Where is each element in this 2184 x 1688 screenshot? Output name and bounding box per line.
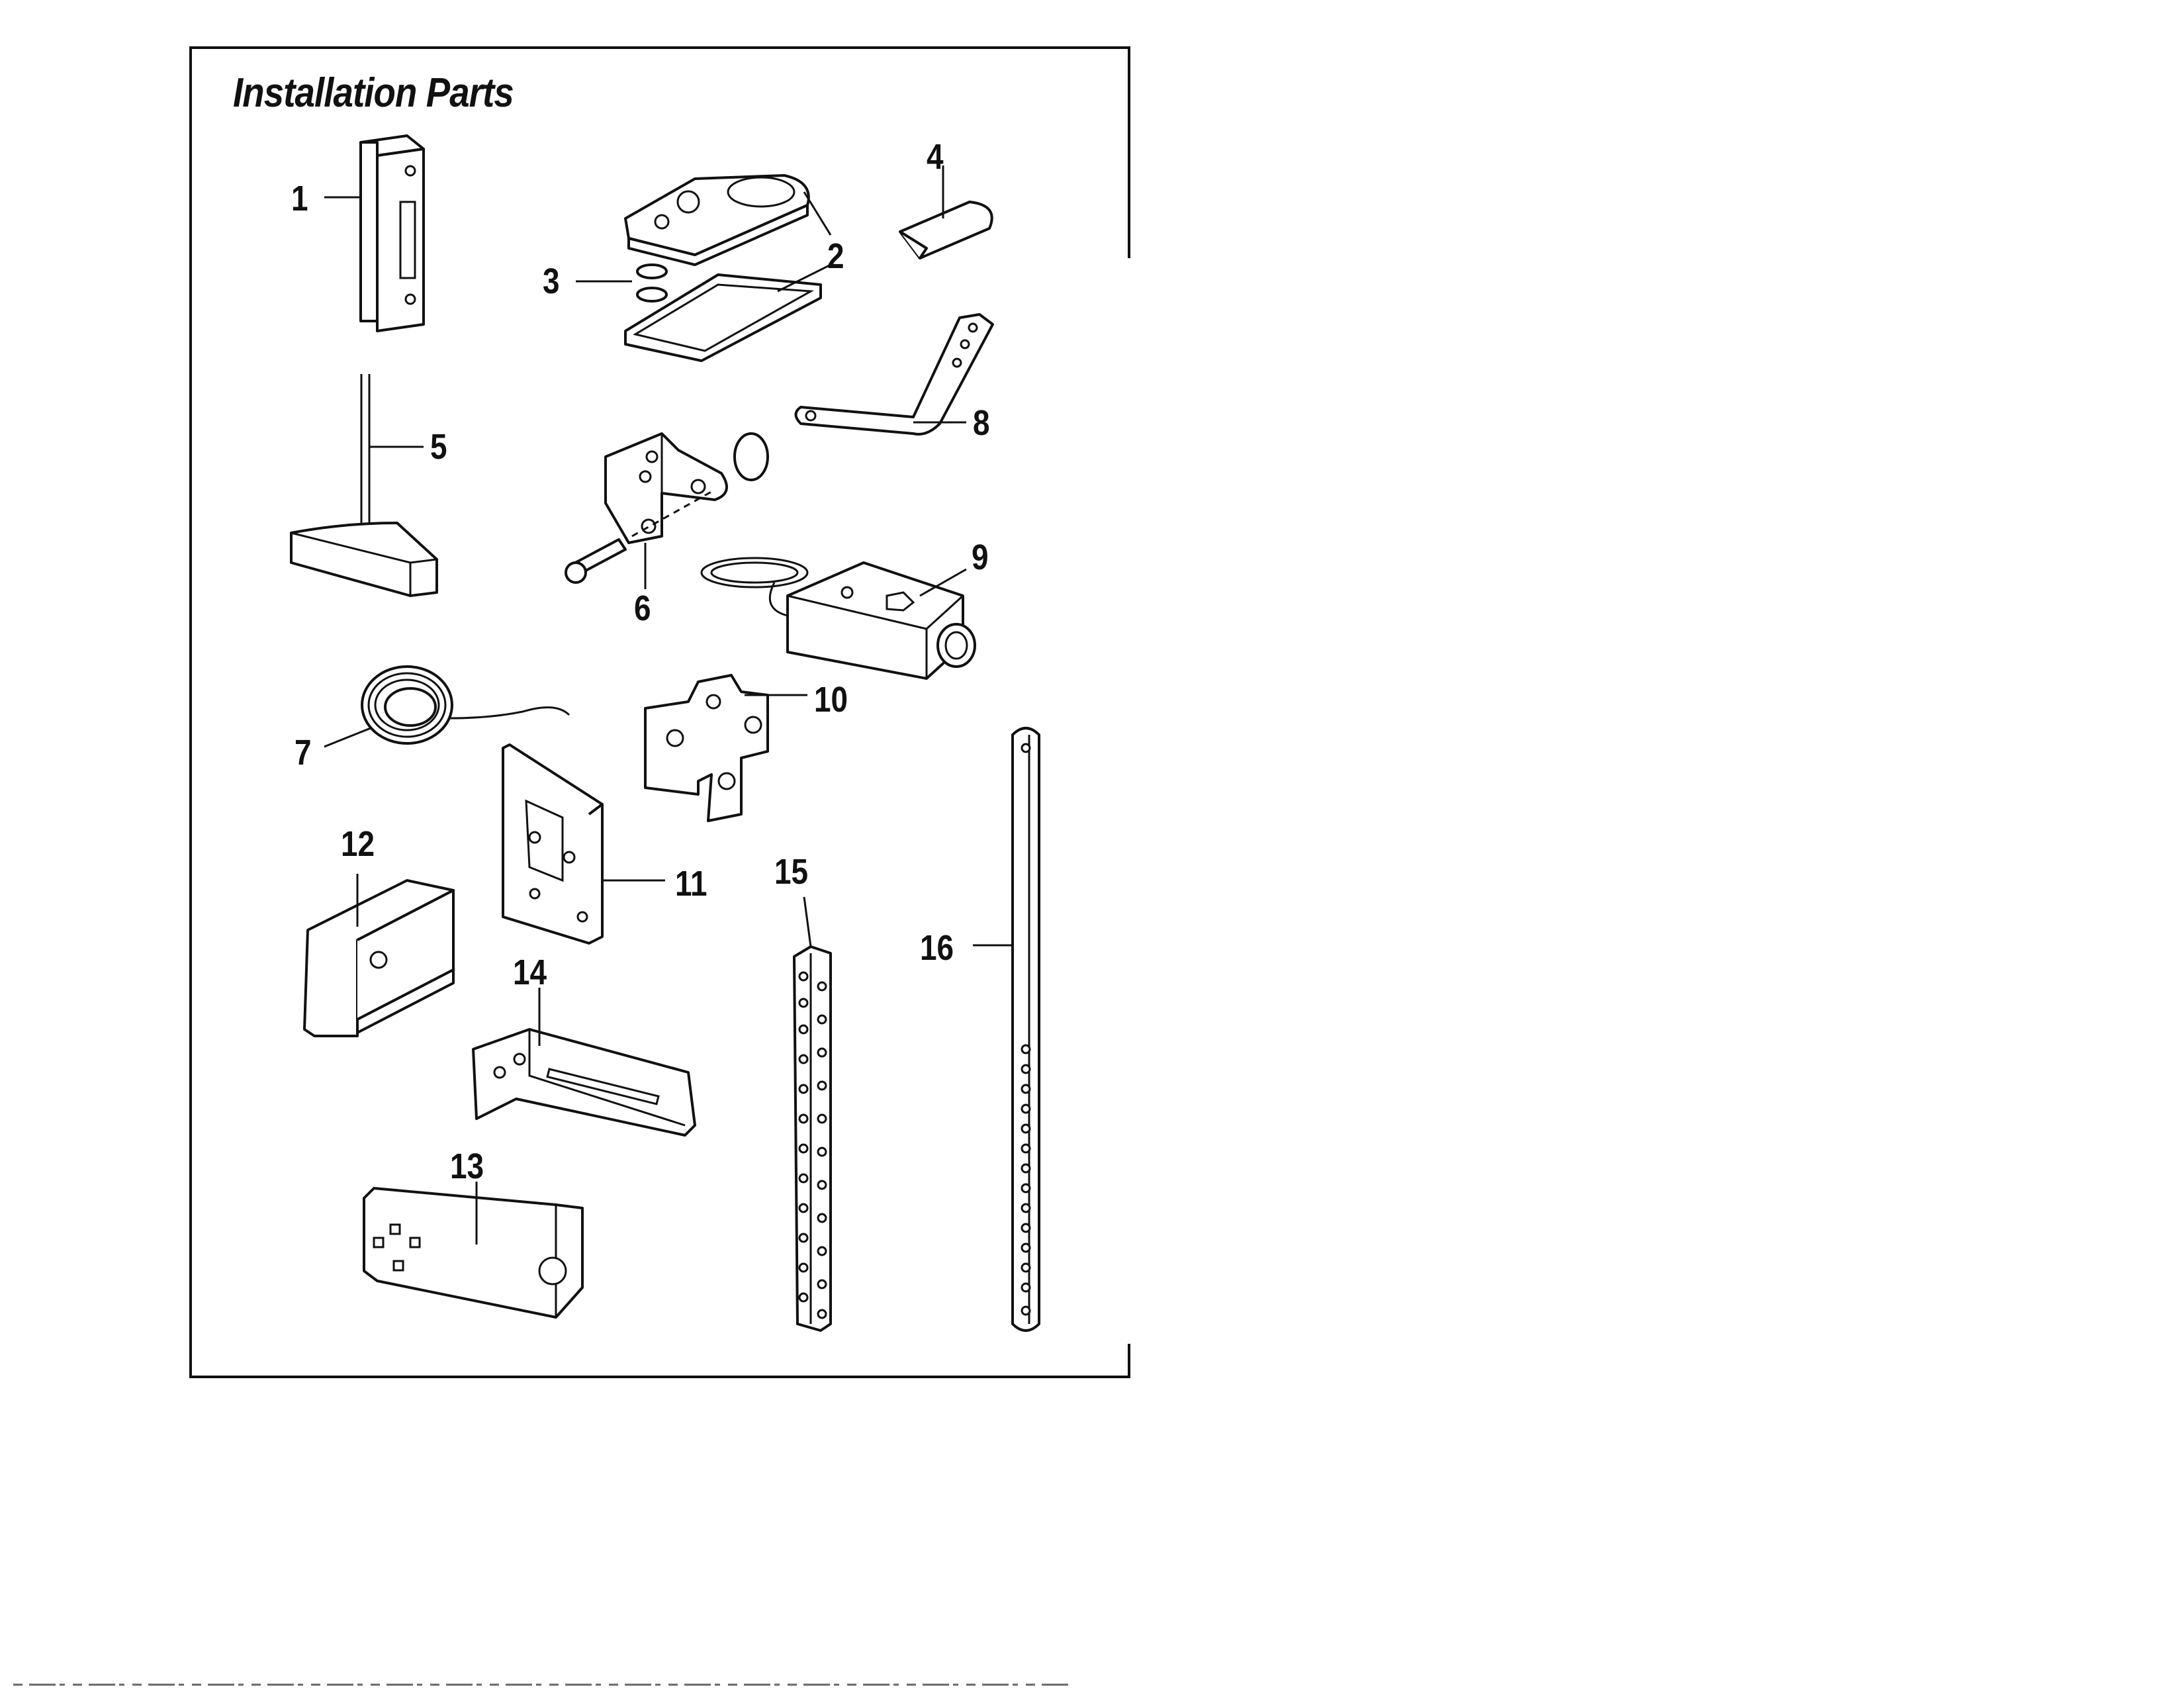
part-5-header-bracket [290, 374, 438, 597]
part-3-battery [576, 263, 668, 303]
label-part-1: 1 [291, 179, 308, 218]
part-11-mounting-plate [502, 743, 665, 945]
part-9-safety-sensor [700, 557, 976, 680]
part-10-door-bracket [644, 674, 807, 822]
label-part-3: 3 [543, 261, 560, 301]
frame-gap [1125, 258, 1134, 1344]
label-part-4: 4 [927, 137, 944, 177]
part-7-bell-wire [324, 665, 570, 748]
label-part-2: 2 [827, 236, 844, 276]
label-part-5: 5 [430, 427, 447, 467]
label-part-12: 12 [341, 824, 375, 864]
label-part-13: 13 [450, 1147, 484, 1186]
diagram-title: Installation Parts [233, 70, 514, 116]
label-part-11: 11 [675, 864, 707, 904]
label-part-6: 6 [634, 588, 651, 628]
part-16-straight-door-arm [973, 727, 1040, 1332]
label-part-15: 15 [774, 852, 809, 892]
part-14-angle-bracket [472, 988, 696, 1137]
part-13-header-bracket [363, 1182, 584, 1319]
part-15-perforated-angle [793, 896, 832, 1332]
label-part-8: 8 [973, 403, 990, 443]
part-4-visor-clip [899, 165, 993, 259]
part-8-curved-door-arm [794, 313, 994, 436]
part-6-door-bracket [565, 432, 769, 589]
part-12-release-bracket [303, 874, 455, 1037]
part-1-door-control [324, 134, 425, 332]
label-part-14: 14 [513, 953, 547, 992]
label-part-9: 9 [972, 538, 989, 577]
label-part-10: 10 [814, 680, 848, 720]
part-2-remote-control [624, 174, 832, 362]
label-part-7: 7 [295, 733, 312, 773]
label-part-16: 16 [920, 928, 954, 968]
